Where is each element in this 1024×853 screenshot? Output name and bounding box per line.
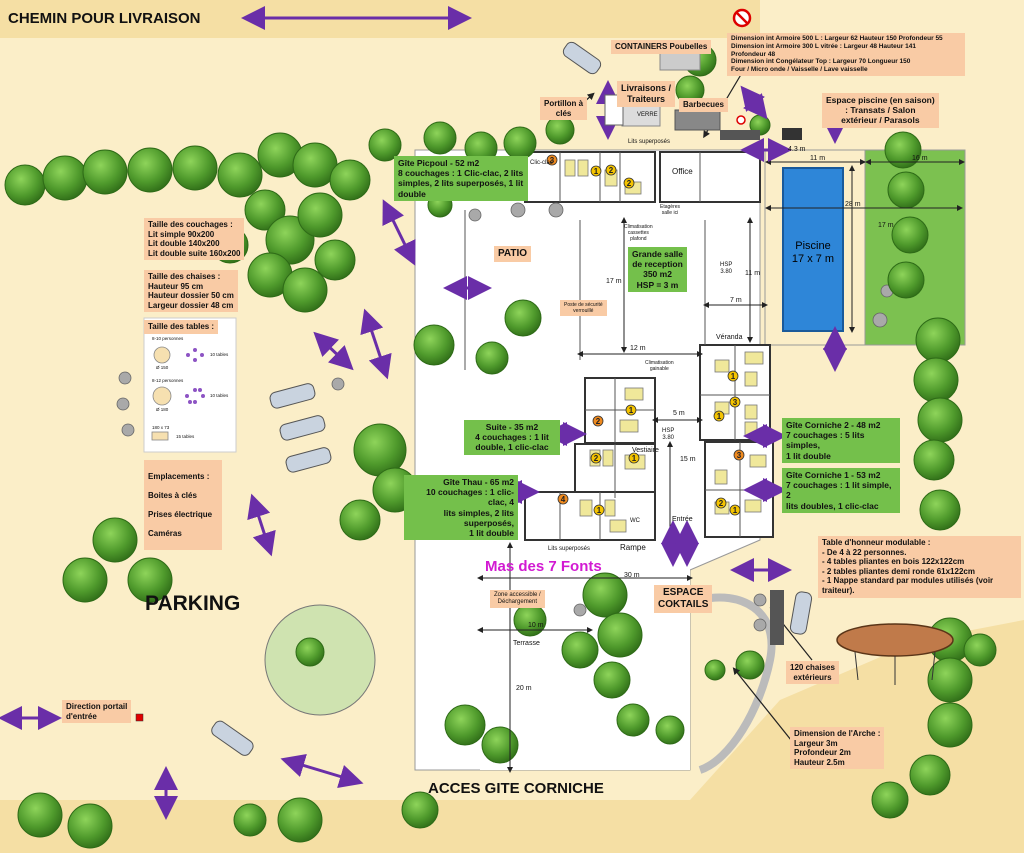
gite-picpoul-label: Gîte Picpoul - 52 m2 8 couchages : 1 Cli…	[394, 156, 528, 201]
containers-label: CONTAINERS Poubelles	[611, 40, 712, 54]
dim-20: 20 m	[516, 685, 532, 692]
dim-12: 12 m	[630, 345, 646, 352]
svg-text:3: 3	[737, 451, 742, 460]
access-road	[0, 800, 1024, 853]
pool-area-note: Espace piscine (en saison) : Transats / …	[822, 93, 939, 128]
bunk-beds-top-label: Lits superposés	[628, 139, 671, 145]
legend-cameras: Caméras	[148, 529, 182, 539]
no-entry-sign	[732, 8, 752, 28]
locations-legend-title: Emplacements :	[148, 471, 210, 481]
ceiling-height-b: HSP 3.80	[662, 428, 675, 442]
reception-hall-label: Grande salle de reception 350 m2 HSP = 3…	[628, 247, 688, 292]
cocktail-area-label: ESPACE COKTAILS	[654, 585, 713, 613]
terrace-label: Terrasse	[513, 640, 540, 647]
table-row3-size: 180 x 73	[152, 425, 170, 430]
pool	[782, 167, 844, 332]
svg-text:1: 1	[629, 406, 634, 415]
svg-text:1: 1	[632, 454, 637, 463]
office-label: Office	[672, 167, 693, 176]
entrance-label: Entrée	[672, 516, 693, 523]
svg-text:2: 2	[719, 499, 724, 508]
table-sizes-title: Taille des tables :	[144, 320, 219, 334]
locations-legend: Emplacements : Boites à clés Prises élec…	[144, 460, 222, 551]
shelves-label: Etagères salle ici	[660, 204, 681, 216]
dim-4-3: 4.3 m	[788, 146, 806, 153]
dim-5: 5 m	[673, 410, 685, 417]
svg-text:2: 2	[594, 454, 599, 463]
table-row1-size: Ø 150	[156, 365, 169, 370]
access-corniche-label: ACCES GITE CORNICHE	[428, 780, 604, 797]
svg-text:1: 1	[597, 506, 602, 515]
svg-text:1: 1	[717, 412, 722, 421]
gite-thau-label: Gîte Thau - 65 m2 10 couchages : 1 clic-…	[404, 475, 518, 541]
gate-direction-note: Direction portail d'entrée	[62, 700, 132, 724]
dim-17-hall: 17 m	[606, 278, 622, 285]
deliveries-label: Livraisons / Traiteurs	[617, 81, 676, 107]
trees	[4, 43, 997, 849]
cloakroom-label: Vestiaire	[632, 447, 659, 454]
ramp-label: Rampe	[620, 543, 646, 552]
clic-clac-label: Clic-clac	[530, 160, 553, 166]
bed-sizes-note: Taille des couchages : Lit simple 90x200…	[144, 218, 245, 261]
svg-text:2: 2	[596, 417, 601, 426]
glass-bin-label: VERRE	[637, 112, 658, 118]
patio-label: PATIO	[494, 246, 532, 262]
ceiling-height-a: HSP 3.80	[720, 262, 733, 276]
svg-text:1: 1	[594, 167, 599, 176]
security-post-label: Poste de sécurité verrouillé	[560, 300, 607, 316]
dim-16: 16 m	[912, 155, 928, 162]
dim-17-lawn: 17 m	[878, 222, 894, 229]
table-row1-count: 10 tables	[210, 352, 229, 357]
dim-15: 15 m	[680, 456, 696, 463]
key-gate-label: Portillon à clés	[540, 97, 588, 121]
veranda-label: Véranda	[716, 334, 743, 341]
dim-30: 30 m	[624, 572, 640, 579]
svg-text:1: 1	[733, 506, 738, 515]
table-row2-size: Ø 180	[156, 407, 169, 412]
wc-label: WC	[630, 518, 640, 524]
arch-dimensions-note: Dimension de l'Arche : Largeur 3m Profon…	[790, 727, 885, 770]
honour-table-illustration	[836, 623, 954, 685]
honour-table-note: Table d'honneur modulable : - De 4 à 22 …	[818, 536, 1021, 598]
svg-text:3: 3	[550, 156, 555, 165]
chair-sizes-note: Taille des chaises : Hauteur 95 cm Haute…	[144, 270, 238, 313]
legend-key-boxes: Boites à clés	[148, 490, 197, 500]
barbecues-label: Barbecues	[679, 98, 728, 112]
dim-11-pool: 11 m	[810, 155, 826, 162]
outdoor-chairs-note: 120 chaises extérieurs	[786, 661, 839, 685]
suite-label: Suite - 35 m2 4 couchages : 1 lit double…	[464, 420, 560, 455]
dim-11-hall: 11 m	[745, 270, 761, 277]
svg-text:3: 3	[733, 398, 738, 407]
gite-corniche2-label: Gîte Corniche 2 - 48 m2 7 couchages : 5 …	[782, 418, 900, 463]
svg-text:2: 2	[609, 166, 614, 175]
pool-label: Piscine 17 x 7 m	[791, 240, 835, 266]
table-row2-people: 8-12 personnes	[152, 378, 184, 383]
ceiling-aircon-label: Climatisation cassettes plafond	[624, 224, 653, 242]
gite-corniche1-label: Gîte Corniche 1 - 53 m2 7 couchages : 1 …	[782, 468, 900, 513]
cars	[211, 41, 813, 756]
svg-text:4: 4	[561, 495, 566, 504]
dim-10: 10 m	[528, 622, 544, 629]
svg-text:1: 1	[731, 372, 736, 381]
parking-label: PARKING	[145, 592, 241, 615]
bunk-beds-bottom-label: Lits superposés	[548, 546, 591, 552]
ducted-aircon-label: Climatisation gainable	[645, 360, 674, 372]
table-row3-count: 15 tables	[176, 434, 195, 439]
table-row2-count: 10 tables	[210, 393, 229, 398]
dim-7: 7 m	[730, 297, 742, 304]
unloading-zone-label: Zone accessible / Déchargement	[490, 590, 545, 609]
delivery-road-label: CHEMIN POUR LIVRAISON	[8, 10, 201, 27]
estate-name: Mas des 7 Fonts	[485, 558, 602, 575]
svg-text:2: 2	[627, 179, 632, 188]
legend-power-outlets: Prises électrique	[148, 509, 213, 519]
table-row1-people: 8-10 personnes	[152, 336, 184, 341]
fridge-dimensions-note: Dimension int Armoire 500 L : Largeur 62…	[727, 33, 965, 76]
dim-28: 28 m	[845, 201, 861, 208]
